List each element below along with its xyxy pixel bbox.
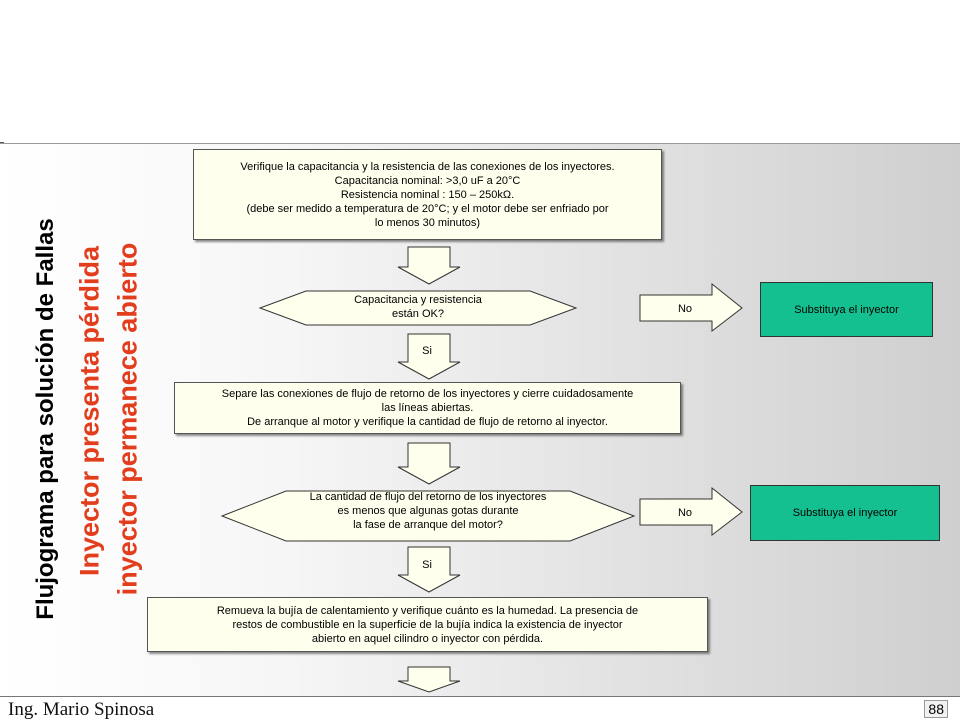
decision-capacitance-ok-label: Capacitancia y resistencia están OK? (258, 293, 578, 321)
step-check-capacitance-box: Verifique la capacitancia y la resistenc… (193, 149, 662, 240)
step2-line: De arranque al motor y verifique la cant… (247, 416, 608, 428)
step-remove-glow-plug-box: Remueva la bujía de calentamiento y veri… (147, 597, 708, 652)
decision-capacitance-ok-shape (258, 290, 578, 326)
title-subtitle-line1: Inyector presenta pérdida (74, 245, 105, 577)
step3-line: abierto en aquel cilindro o inyector con… (311, 632, 544, 645)
page-number: 88 (924, 700, 948, 718)
step2-line: las líneas abiertas. (381, 402, 474, 414)
step1-line: Verifique la capacitancia y la resistenc… (240, 160, 615, 173)
decision2-line: es menos que algunas gotas durante (337, 505, 519, 517)
decision2-line: La cantidad de flujo del retorno de los … (309, 491, 547, 503)
no-label-1: No (677, 303, 693, 315)
down-arrow-yes-2 (397, 546, 461, 593)
step-separate-return-lines-box: Separe las conexiones de flujo de retorn… (174, 382, 681, 434)
decision1-line: Capacitancia y resistencia (354, 294, 482, 306)
step1-line: Resistencia nominal : 150 – 250kΩ. (340, 188, 515, 201)
down-arrow-3 (397, 666, 461, 693)
decision-return-flow-label: La cantidad de flujo del retorno de los … (220, 490, 636, 532)
step3-line: restos de combustible en la superficie d… (232, 618, 623, 631)
down-arrow-1 (397, 246, 461, 285)
yes-label-2: Si (422, 559, 432, 571)
action-replace-injector-1: Substituya el inyector (760, 282, 933, 337)
decision1-line: están OK? (392, 308, 444, 320)
footer-author: Ing. Mario Spinosa (8, 699, 155, 720)
slide-footer: Ing. Mario Spinosa 88 (0, 696, 960, 721)
title-subtitle-line2: inyector permanece abierto (112, 242, 143, 596)
step1-line: (debe ser medido a temperatura de 20°C; … (246, 202, 609, 215)
action-replace-injector-2: Substituya el inyector (750, 485, 940, 541)
step1-line: lo menos 30 minutos) (374, 216, 481, 229)
decision-return-flow-shape (220, 490, 636, 542)
slide-header-area (0, 0, 960, 143)
decision2-line: la fase de arranque del motor? (353, 519, 503, 531)
step2-line: Separe las conexiones de flujo de retorn… (221, 388, 634, 400)
yes-label-1: Si (422, 345, 432, 357)
no-label-2: No (677, 507, 693, 519)
right-arrow-no-2 (639, 486, 743, 537)
down-arrow-yes-1 (397, 333, 461, 380)
right-arrow-no-1 (639, 282, 743, 333)
step1-line: Capacitancia nominal: >3,0 uF a 20°C (334, 174, 521, 187)
step3-line: Remueva la bujía de calentamiento y veri… (216, 604, 639, 617)
down-arrow-2 (397, 442, 461, 485)
title-main: Flujograma para solución de Fallas (32, 218, 59, 620)
